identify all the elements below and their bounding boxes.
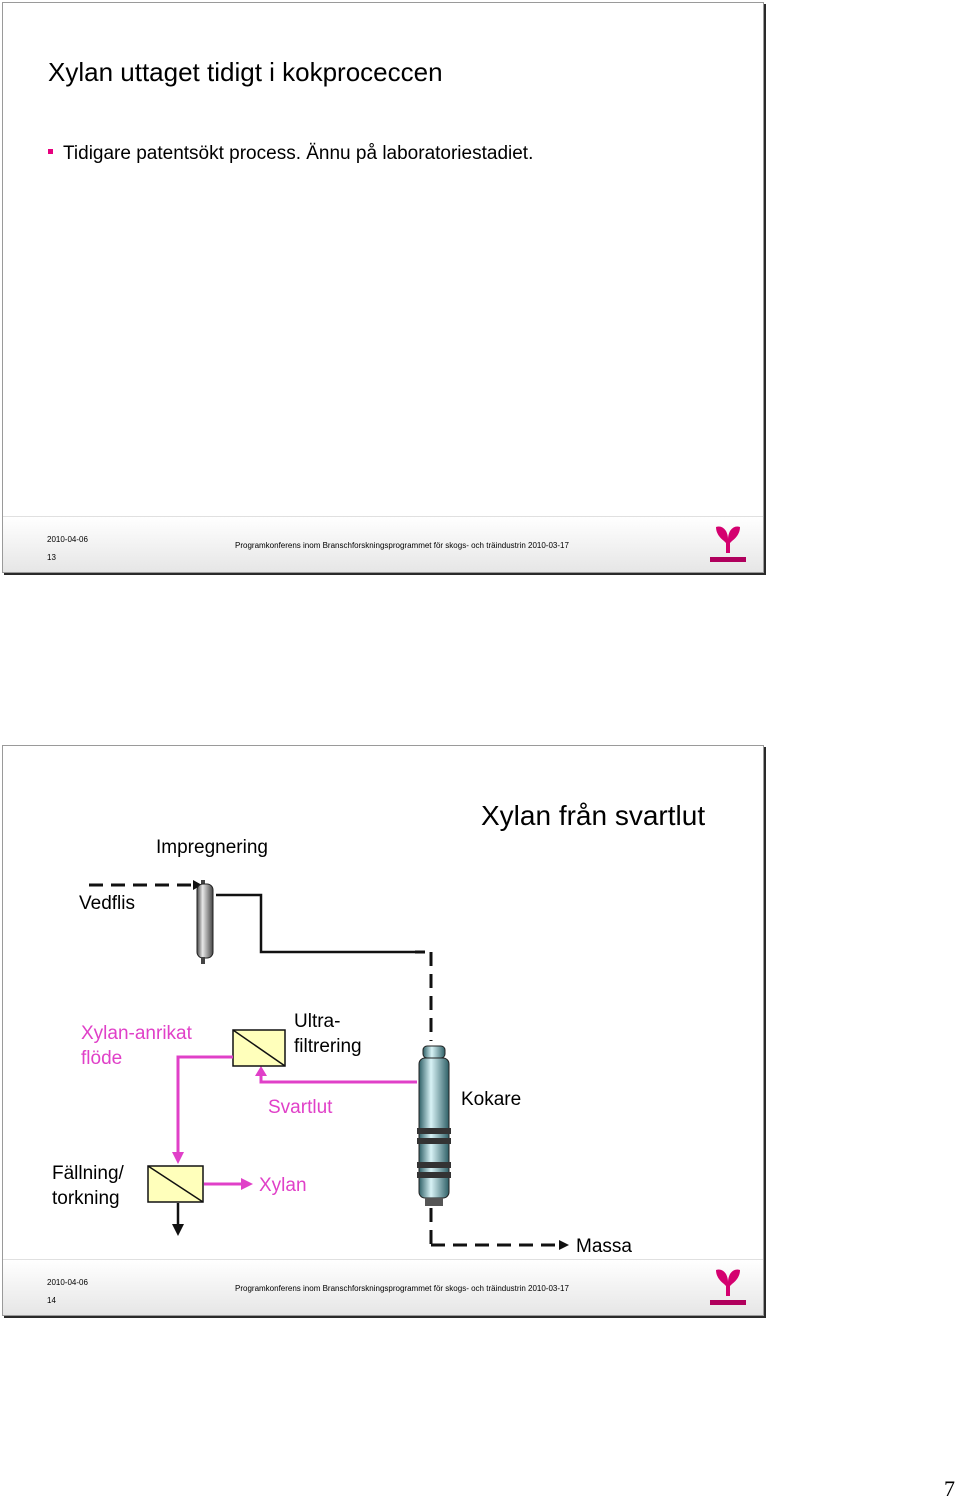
footer-slide-number: 14 — [47, 1296, 56, 1305]
slide-title: Xylan uttaget tidigt i kokproceccen — [48, 57, 443, 87]
page-number: 7 — [944, 1476, 955, 1501]
process-diagram — [89, 880, 569, 1250]
company-logo-icon — [710, 526, 746, 562]
slide-footer: 2010-04-06 14 Programkonferens inom Bran… — [3, 1259, 763, 1315]
footer-conference: Programkonferens inom Branschforskningsp… — [235, 1284, 569, 1293]
massa-output-line — [429, 1208, 569, 1250]
bullet-square-icon — [48, 149, 53, 155]
label-fallning-2: torkning — [52, 1188, 120, 1209]
bullet-text: Tidigare patentsökt process. Ännu på lab… — [63, 143, 534, 164]
label-xylan-anrikat-1: Xylan-anrikat — [81, 1023, 192, 1044]
impregnation-vessel-icon — [196, 880, 214, 964]
label-impregnering: Impregnering — [156, 837, 268, 858]
company-logo-icon — [710, 1269, 746, 1305]
label-massa: Massa — [576, 1236, 632, 1257]
impregnation-to-kokare-line — [216, 893, 433, 1041]
label-kokare: Kokare — [461, 1089, 522, 1110]
label-vedflis: Vedflis — [79, 893, 135, 914]
slide-14: Xylan från svartlut Impregnering Vedflis… — [2, 745, 764, 1316]
xylan-enriched-line — [172, 1055, 233, 1164]
slide-13: Xylan uttaget tidigt i kokproceccen Tidi… — [2, 2, 764, 573]
precipitation-box-icon — [147, 1165, 204, 1203]
slide-title: Xylan från svartlut — [481, 800, 706, 831]
bullet-item: Tidigare patentsökt process. Ännu på lab… — [48, 143, 533, 165]
label-ultra-2: filtrering — [294, 1036, 362, 1057]
xylan-output-line — [204, 1178, 253, 1190]
label-svartlut: Svartlut — [268, 1097, 333, 1118]
footer-date: 2010-04-06 — [47, 535, 88, 544]
label-fallning-1: Fällning/ — [52, 1163, 124, 1184]
label-xylan: Xylan — [259, 1175, 307, 1196]
vedflis-feed-line — [89, 880, 202, 890]
label-xylan-anrikat-2: flöde — [81, 1048, 123, 1069]
precipitation-waste-line — [172, 1203, 184, 1236]
footer-date: 2010-04-06 — [47, 1278, 88, 1287]
kokare-column-icon — [417, 1045, 451, 1206]
footer-slide-number: 13 — [47, 553, 56, 562]
slide-footer: 2010-04-06 13 Programkonferens inom Bran… — [3, 516, 763, 572]
ultrafiltration-box-icon — [232, 1029, 286, 1067]
svartlut-line — [255, 1066, 417, 1084]
footer-conference: Programkonferens inom Branschforskningsp… — [235, 541, 569, 550]
label-ultra-1: Ultra- — [294, 1011, 341, 1032]
